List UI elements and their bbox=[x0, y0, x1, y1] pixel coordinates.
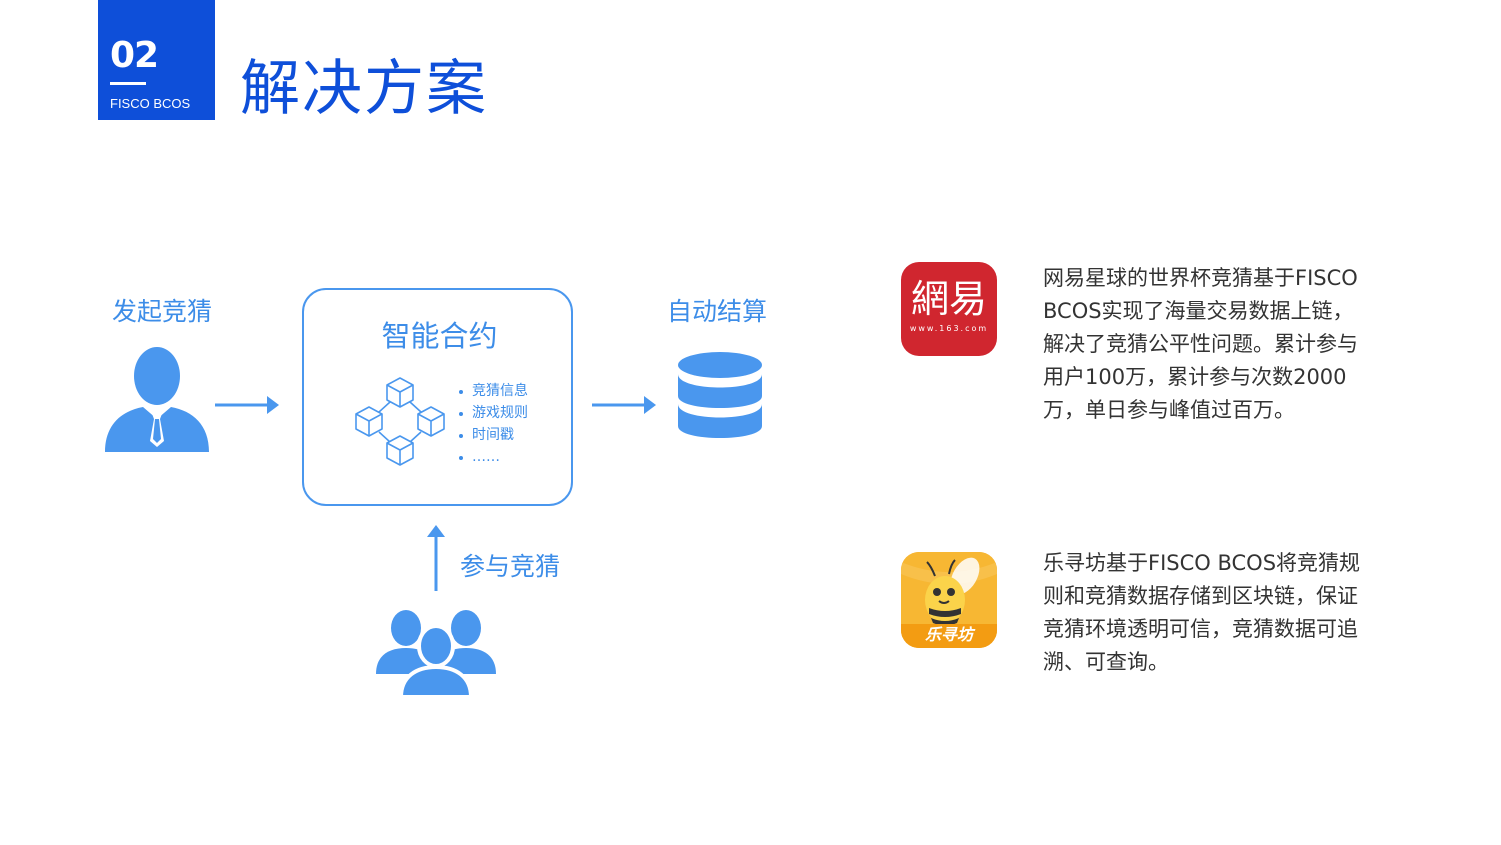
lexunfang-bee-icon: 乐寻坊 bbox=[901, 552, 997, 648]
list-item: 游戏规则 bbox=[459, 402, 528, 424]
netease-case-description: 网易星球的世界杯竞猜基于FISCO BCOS实现了海量交易数据上链，解决了竞猜公… bbox=[1043, 266, 1358, 422]
lexunfang-case-description: 乐寻坊基于FISCO BCOS将竞猜规则和竞猜数据存储到区块链，保证竞猜环境透明… bbox=[1043, 551, 1361, 674]
settlement-label: 自动结算 bbox=[667, 297, 768, 326]
user-group-icon bbox=[376, 610, 496, 698]
smart-contract-box: 智能合约 竞猜信息 游戏规则 时间戳 …… bbox=[302, 288, 573, 506]
businessman-icon bbox=[105, 347, 209, 452]
initiator-label: 发起竞猜 bbox=[112, 297, 213, 326]
lexunfang-logo-text: 乐寻坊 bbox=[924, 625, 973, 644]
list-item: …… bbox=[459, 446, 528, 468]
blockchain-cubes-icon bbox=[355, 377, 445, 466]
section-badge: 02 FISCO BCOS bbox=[98, 0, 215, 120]
list-item: 时间戳 bbox=[459, 424, 528, 446]
netease-163-icon: 網易 www.163.com bbox=[901, 262, 997, 356]
netease-logo-url: www.163.com bbox=[909, 324, 989, 333]
badge-divider bbox=[110, 82, 146, 85]
bee-icon bbox=[901, 552, 997, 648]
section-number: 02 bbox=[110, 35, 159, 76]
participant-label: 参与竞猜 bbox=[460, 552, 561, 581]
arrow-up-icon bbox=[427, 525, 445, 591]
section-subtitle: FISCO BCOS bbox=[110, 96, 191, 111]
contract-title: 智能合约 bbox=[381, 319, 498, 353]
page-title: 解决方案 bbox=[240, 54, 488, 124]
database-icon bbox=[678, 352, 762, 438]
netease-logo-text: 網易 bbox=[910, 277, 987, 321]
arrow-right-icon bbox=[592, 396, 656, 414]
contract-feature-list: 竞猜信息 游戏规则 时间戳 …… bbox=[459, 380, 528, 468]
list-item: 竞猜信息 bbox=[459, 380, 528, 402]
arrow-right-icon bbox=[215, 396, 279, 414]
